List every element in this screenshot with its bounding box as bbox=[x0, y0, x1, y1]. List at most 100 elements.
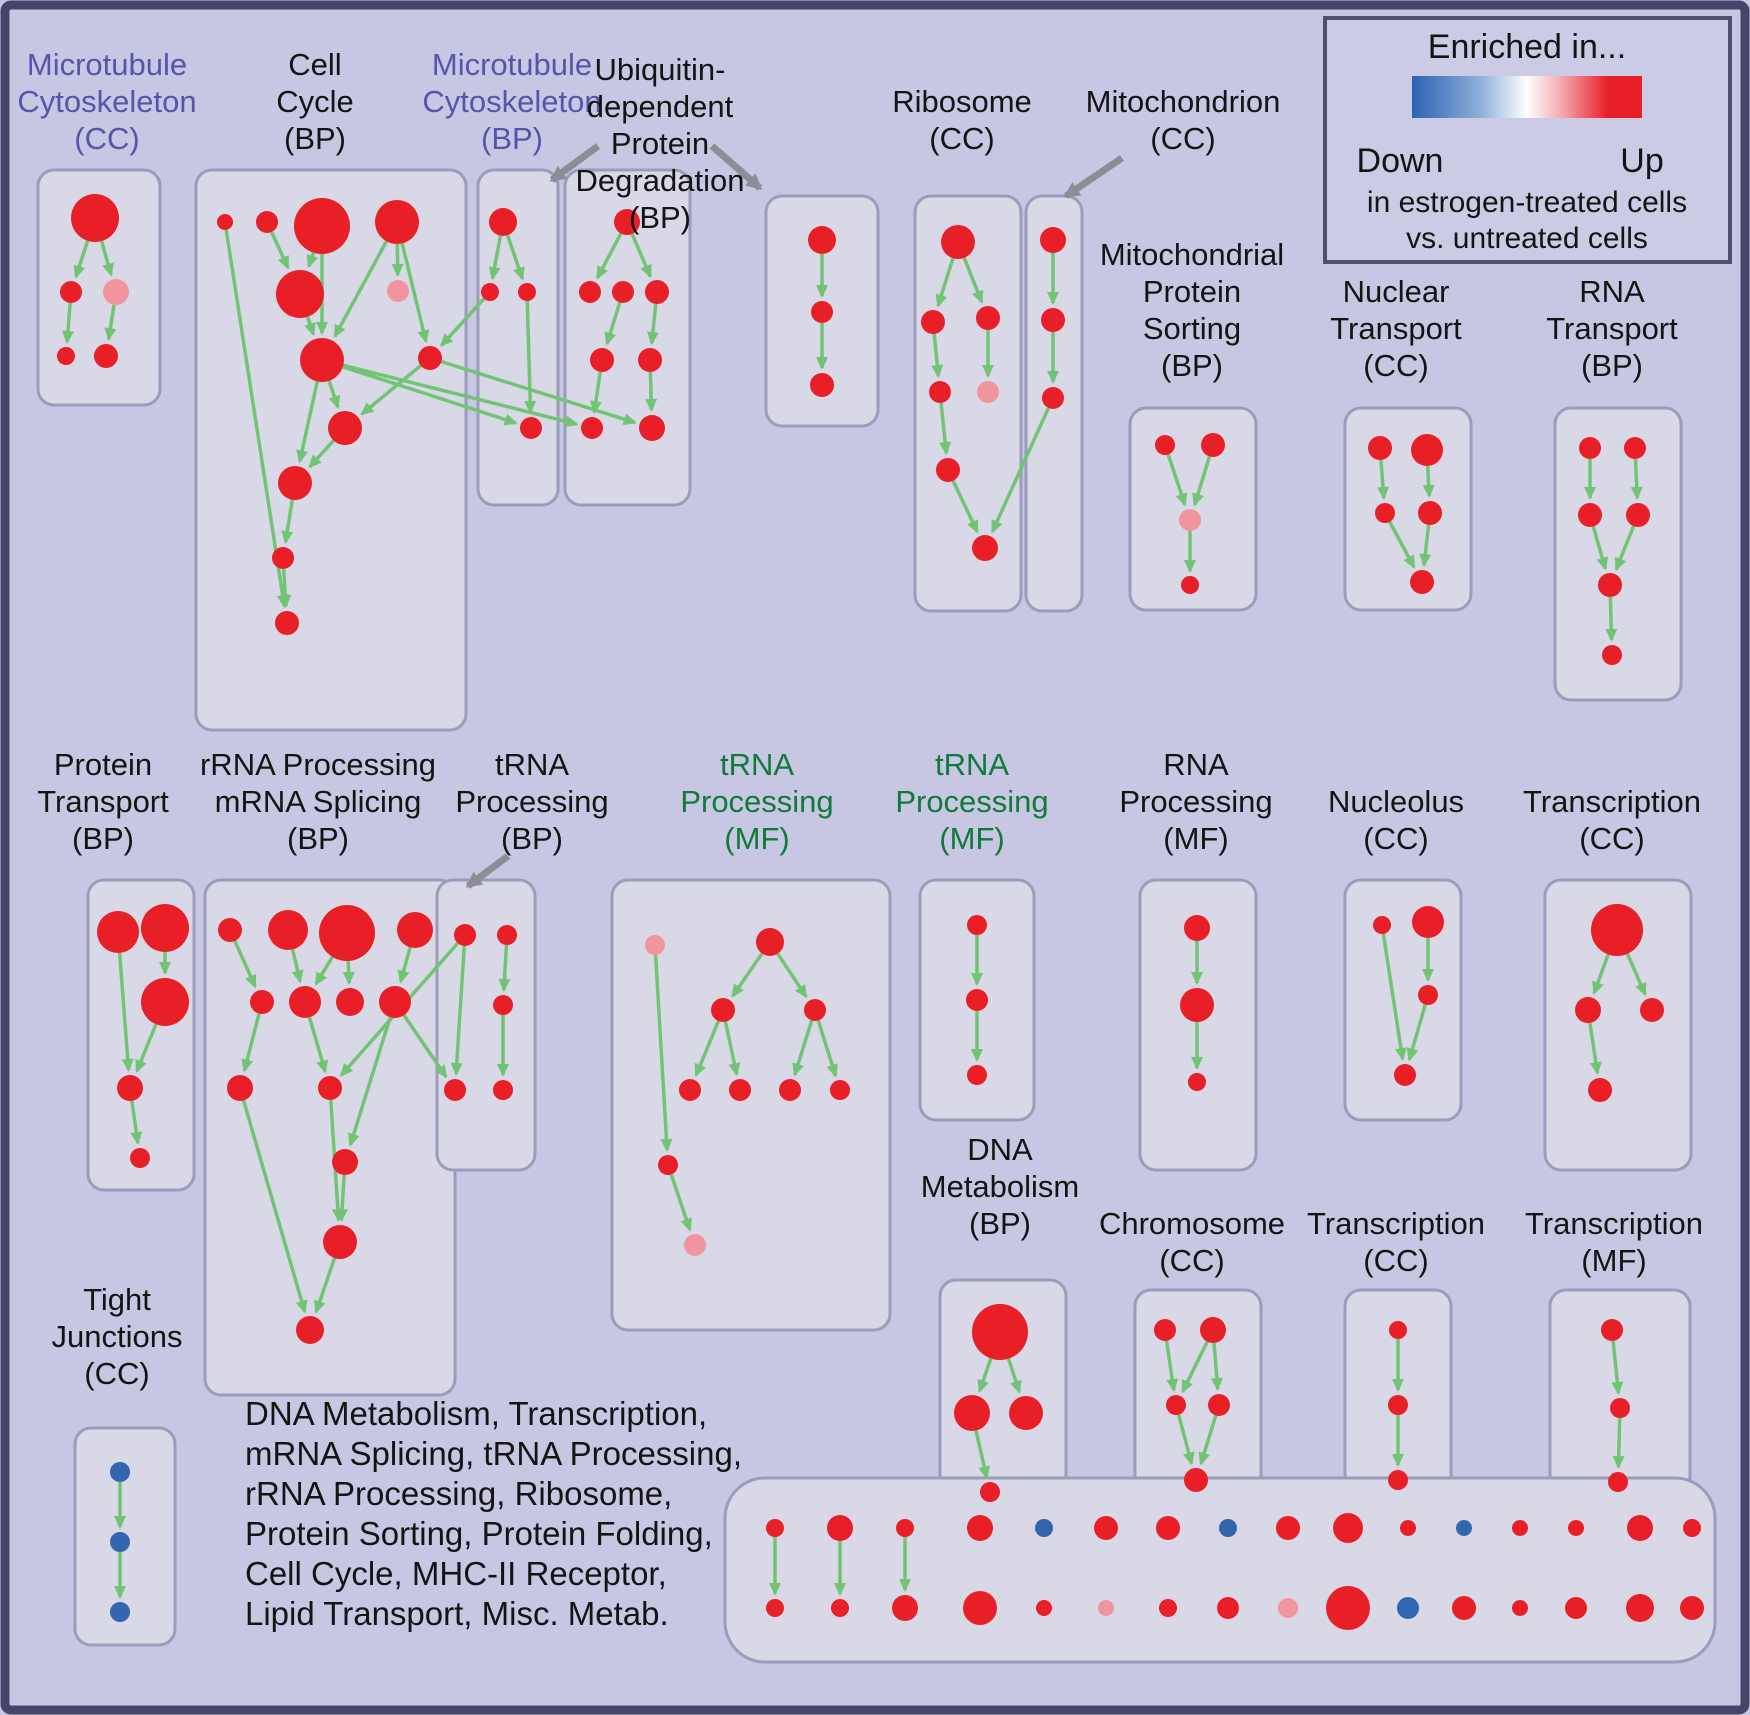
edge-arrow bbox=[935, 257, 955, 308]
go-term-node bbox=[711, 998, 735, 1022]
go-term-node bbox=[929, 381, 951, 403]
group-box-ribosome-cc bbox=[913, 194, 1023, 613]
edge-arrow bbox=[342, 363, 579, 428]
go-term-node bbox=[1276, 1516, 1300, 1540]
go-term-node bbox=[1040, 227, 1066, 253]
go-term-node bbox=[1608, 1472, 1628, 1492]
edge-arrow bbox=[1406, 1004, 1427, 1062]
legend-down-label: Down bbox=[1357, 142, 1444, 180]
edge-arrow bbox=[1210, 1342, 1223, 1392]
go-term-node bbox=[892, 1595, 918, 1621]
legend-caption-line-2: vs. untreated cells bbox=[1406, 222, 1648, 255]
group-label-microtubule-cytoskeleton-cc-line-3: (CC) bbox=[74, 121, 139, 156]
go-term-node bbox=[294, 198, 350, 254]
go-term-node bbox=[318, 1076, 342, 1100]
edge-arrow bbox=[1381, 933, 1407, 1062]
go-term-node bbox=[256, 211, 278, 233]
edge-arrow bbox=[931, 333, 944, 379]
go-term-node bbox=[493, 995, 513, 1015]
edge-arrow bbox=[307, 1016, 328, 1074]
edge-arrow bbox=[304, 316, 316, 337]
group-label-trna-processing-mf-1-line-2: Processing bbox=[680, 784, 833, 819]
misc-list-line-6: Lipid Transport, Misc. Metab. bbox=[245, 1595, 669, 1632]
edge-arrow bbox=[977, 1357, 993, 1394]
group-label-tight-junctions-cc-line-1: Tight bbox=[83, 1282, 151, 1317]
go-term-node bbox=[1418, 501, 1442, 525]
edge-arrow bbox=[1612, 1417, 1625, 1470]
group-label-mitochondrial-protein-sorting-bp-line-1: Mitochondrial bbox=[1100, 237, 1284, 272]
group-label-trna-processing-bp-line-1: tRNA bbox=[495, 747, 569, 782]
edge-arrow bbox=[296, 381, 319, 464]
go-term-node bbox=[323, 1225, 357, 1259]
edge-arrow bbox=[402, 1014, 448, 1079]
group-label-ubiquitin-degradation-bp-line-3: Protein bbox=[611, 126, 709, 161]
group-box-misc-cluster bbox=[723, 1476, 1717, 1664]
go-term-node bbox=[590, 348, 614, 372]
group-label-dna-metabolism-bp-line-2: Metabolism bbox=[921, 1169, 1080, 1204]
go-term-node bbox=[1181, 576, 1199, 594]
go-term-node bbox=[1598, 573, 1622, 597]
go-term-node bbox=[1098, 1600, 1114, 1616]
edge-arrow bbox=[314, 956, 334, 986]
edge-arrow bbox=[135, 1023, 158, 1074]
go-term-node bbox=[397, 912, 433, 948]
group-label-trna-processing-mf-2-line-1: tRNA bbox=[935, 747, 1009, 782]
go-term-node bbox=[1624, 437, 1646, 459]
go-term-node bbox=[614, 209, 640, 235]
go-term-node bbox=[1610, 1398, 1630, 1418]
go-term-node bbox=[141, 904, 189, 952]
go-term-node bbox=[967, 1515, 993, 1541]
edge-arrow bbox=[645, 371, 658, 413]
edge-arrow bbox=[792, 1019, 814, 1077]
group-label-trna-processing-bp-line-2: Processing bbox=[455, 784, 608, 819]
group-label-rna-transport-bp-line-3: (BP) bbox=[1581, 348, 1643, 383]
group-label-ubiquitin-degradation-bp-line-2: dependent bbox=[587, 89, 734, 124]
edge-arrow bbox=[694, 1020, 721, 1078]
group-label-microtubule-cytoskeleton-bp-line-2: Cytoskeleton bbox=[422, 84, 601, 119]
go-term-node bbox=[276, 270, 324, 318]
go-term-node bbox=[1602, 645, 1622, 665]
go-term-node bbox=[1373, 916, 1391, 934]
group-label-rrna-processing-mrna-splicing-bp-line-2: mRNA Splicing bbox=[215, 784, 422, 819]
go-term-node bbox=[830, 1080, 850, 1100]
group-label-transcription-mf-line-1: Transcription bbox=[1525, 1206, 1703, 1241]
edge-arrow bbox=[342, 960, 355, 986]
group-label-chromosome-cc-line-1: Chromosome bbox=[1099, 1206, 1285, 1241]
edge-arrow bbox=[281, 499, 295, 545]
group-label-protein-transport-bp-line-3: (BP) bbox=[72, 821, 134, 856]
go-term-node bbox=[963, 1591, 997, 1625]
go-term-node bbox=[1166, 1395, 1186, 1415]
group-box-nucleolus-cc bbox=[1343, 878, 1463, 1122]
group-label-rrna-processing-mrna-splicing-bp-line-1: rRNA Processing bbox=[200, 747, 436, 782]
go-term-node bbox=[972, 535, 998, 561]
go-term-node bbox=[275, 611, 299, 635]
edge-arrow bbox=[1176, 1414, 1195, 1466]
group-label-mitochondrial-protein-sorting-bp-line-3: Sorting bbox=[1143, 311, 1241, 346]
group-box-trna-processing-bp bbox=[435, 878, 537, 1172]
go-term-node bbox=[1412, 906, 1444, 938]
edge-arrow bbox=[990, 407, 1051, 534]
go-term-node bbox=[268, 910, 308, 950]
go-term-node bbox=[336, 988, 364, 1016]
go-term-node bbox=[1601, 1319, 1623, 1341]
go-term-node bbox=[227, 1075, 253, 1101]
go-term-node bbox=[645, 935, 665, 955]
go-term-node bbox=[1565, 1597, 1587, 1619]
go-term-node bbox=[520, 417, 542, 439]
group-label-transcription-cc-1-line-2: (CC) bbox=[1579, 821, 1644, 856]
callout-arrow-1 bbox=[549, 143, 601, 183]
group-label-tight-junctions-cc-line-3: (CC) bbox=[84, 1356, 149, 1391]
go-term-node bbox=[332, 1149, 358, 1175]
go-term-node bbox=[1154, 1319, 1176, 1341]
go-term-node bbox=[1456, 1520, 1472, 1536]
group-label-transcription-cc-1-line-1: Transcription bbox=[1523, 784, 1701, 819]
go-term-node bbox=[1418, 985, 1438, 1005]
edge-arrow bbox=[498, 944, 511, 993]
go-term-node bbox=[1180, 988, 1214, 1022]
group-label-cell-cycle-bp-line-1: Cell bbox=[288, 47, 341, 82]
edge-arrow bbox=[1198, 1415, 1218, 1466]
edges-layer bbox=[61, 229, 1647, 1599]
group-label-trna-processing-mf-2-line-2: Processing bbox=[895, 784, 1048, 819]
go-term-node bbox=[941, 225, 975, 259]
go-term-node bbox=[766, 1599, 784, 1617]
